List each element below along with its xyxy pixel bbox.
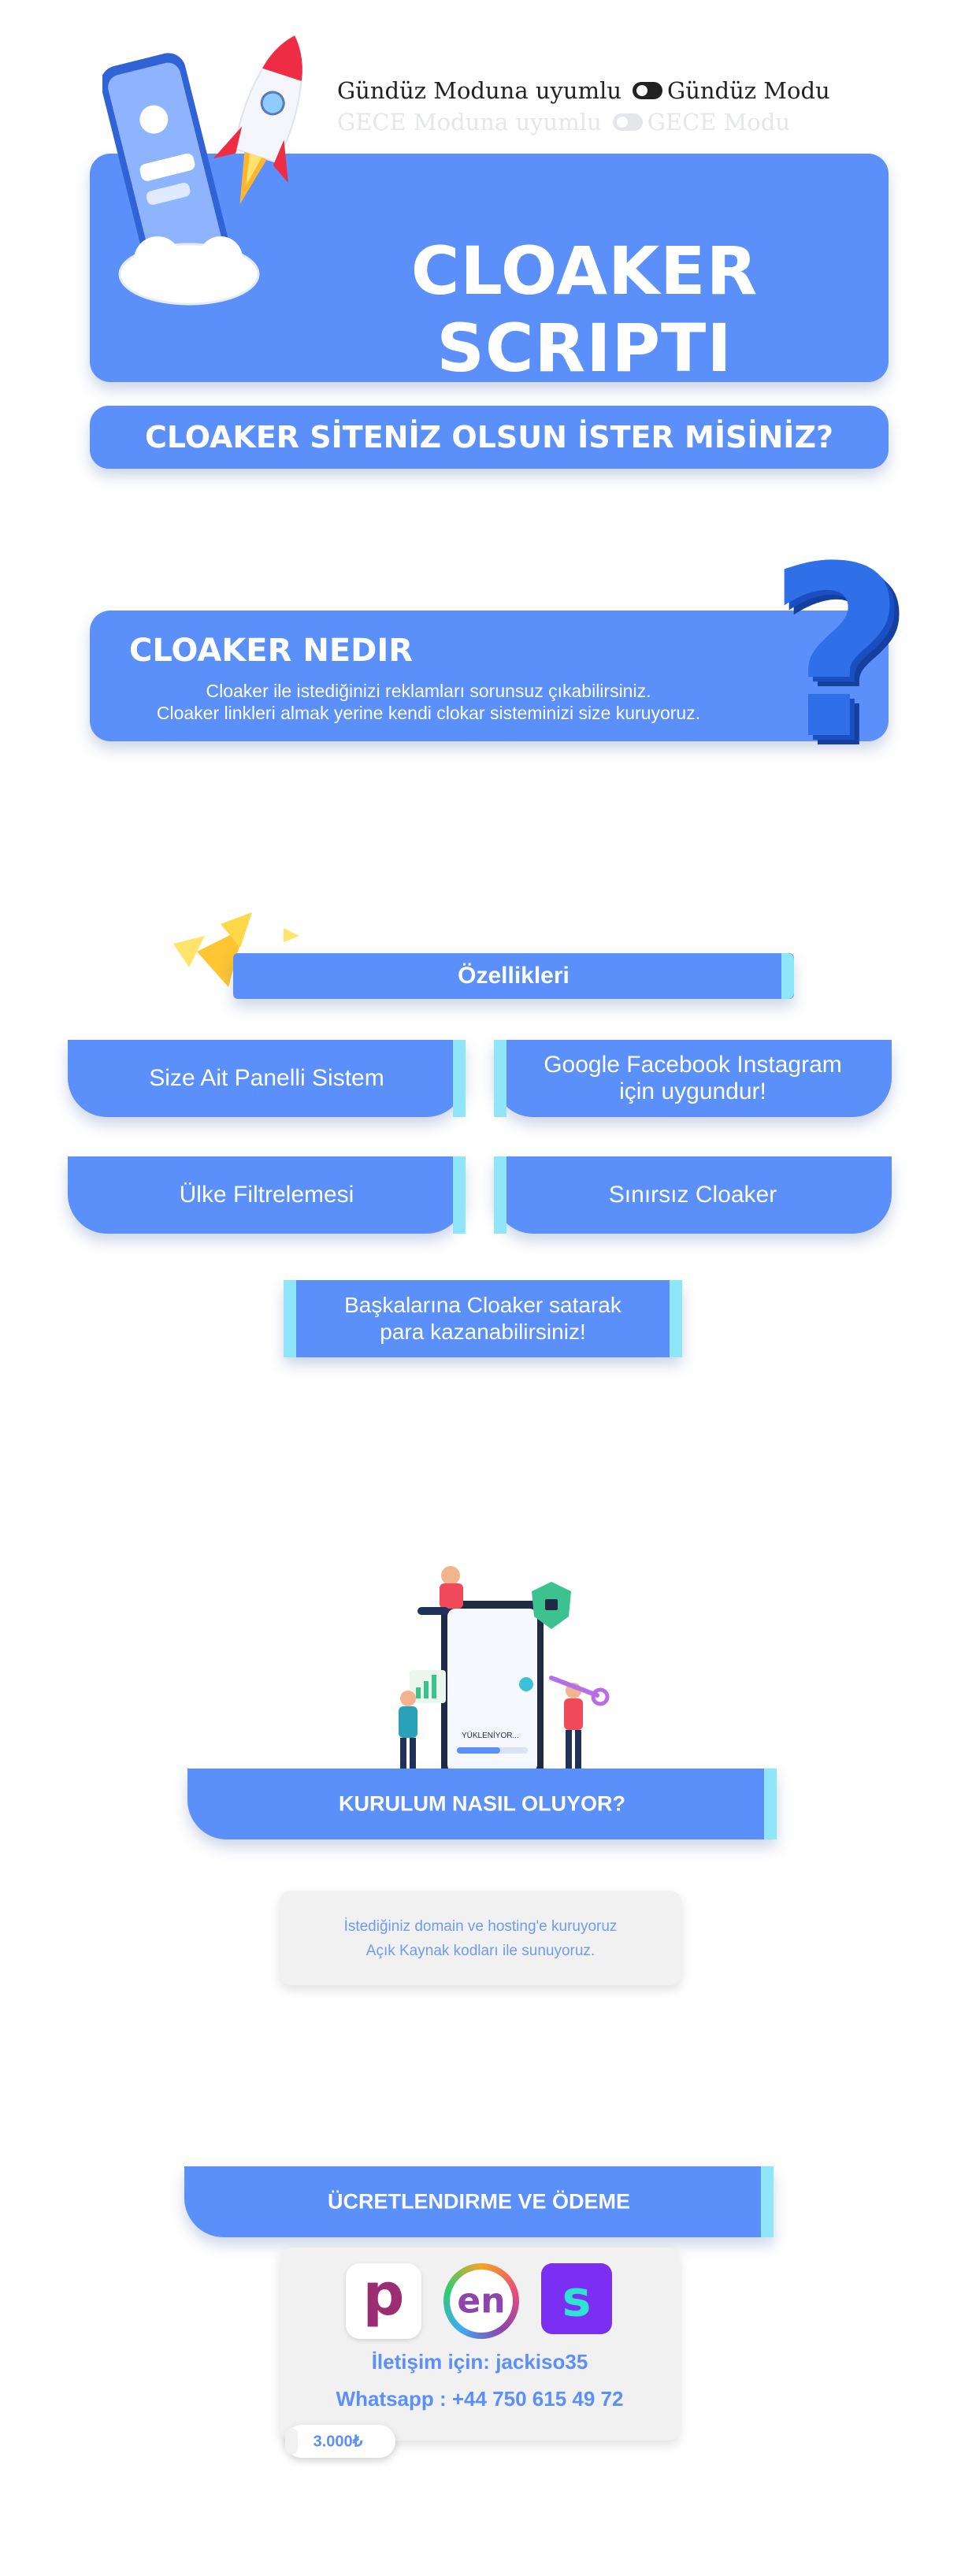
- what-is-title: CLOAKER NEDIR: [129, 633, 414, 669]
- what-is-line-1: Cloaker ile istediğinizi reklamları soru…: [206, 681, 651, 701]
- whatsapp-text[interactable]: Whatsapp : +44 750 615 49 72: [336, 2387, 624, 2411]
- feature-text-4: Sınırsız Cloaker: [608, 1182, 777, 1208]
- pricing-heading: ÜCRETLENDIRME VE ÖDEME: [327, 2189, 631, 2214]
- question-mark-icon: ?: [768, 516, 906, 791]
- feature-card-2: Google Facebook Instagram için uygundur!: [494, 1040, 892, 1117]
- setup-line-1: İstediğiniz domain ve hosting'e kuruyoru…: [343, 1918, 618, 1935]
- price-badge: 3.000₺: [285, 2425, 395, 2458]
- feature-card-3: Ülke Filtrelemesi: [68, 1156, 466, 1234]
- night-mode-toggle[interactable]: [612, 113, 643, 131]
- day-mode-compat-label: Gündüz Moduna uyumlu: [337, 77, 622, 104]
- day-mode-toggle[interactable]: [633, 82, 663, 99]
- loading-text: YÜKLENİYOR...: [462, 1730, 519, 1740]
- hero-title: CLOAKER SCRIPTI: [410, 232, 759, 387]
- feature-text-5: Başkalarına Cloaker satarak para kazanab…: [344, 1293, 621, 1344]
- feature-text-3: Ülke Filtrelemesi: [179, 1182, 354, 1208]
- what-is-card: CLOAKER NEDIR Cloaker ile istediğinizi r…: [90, 611, 889, 741]
- papara-icon[interactable]: p: [346, 2263, 421, 2339]
- cta-bar[interactable]: CLOAKER SİTENİZ OLSUN İSTER MİSİNİZ?: [90, 406, 889, 469]
- night-mode-label: GECE Modu: [647, 109, 790, 135]
- day-mode-label: Gündüz Modu: [667, 77, 830, 104]
- price-text: 3.000₺: [313, 2433, 363, 2451]
- feature-text-2: Google Facebook Instagram için uygundur!: [544, 1052, 842, 1104]
- feature-text-1: Size Ait Panelli Sistem: [149, 1065, 384, 1091]
- skrill-icon[interactable]: s: [541, 2263, 612, 2334]
- what-is-line-2: Cloaker linkleri almak yerine kendi clok…: [156, 703, 701, 723]
- setup-heading: KURULUM NASIL OLUYOR?: [339, 1791, 625, 1816]
- phone-rocket-illustration: [102, 35, 302, 306]
- features-heading-bar: Özellikleri: [233, 953, 794, 999]
- setup-line-2: Açık Kaynak kodları ile sunuyoruz.: [365, 1943, 596, 1959]
- enpara-icon[interactable]: en: [443, 2263, 519, 2339]
- day-mode-row: Gündüz Moduna uyumlu Gündüz Modu: [337, 77, 830, 104]
- setup-heading-bar: KURULUM NASIL OLUYOR?: [187, 1769, 777, 1839]
- feature-card-5: Başkalarına Cloaker satarak para kazanab…: [284, 1280, 682, 1357]
- feature-card-1: Size Ait Panelli Sistem: [68, 1040, 466, 1117]
- features-heading: Özellikleri: [458, 963, 570, 989]
- night-mode-row: GECE Moduna uyumlu GECE Modu: [337, 109, 790, 135]
- contact-text: İletişim için: jackiso35: [371, 2350, 588, 2374]
- setup-info-text: İstediğiniz domain ve hosting'e kuruyoru…: [280, 1914, 681, 1963]
- night-mode-compat-label: GECE Moduna uyumlu: [337, 109, 602, 135]
- pricing-card: p en s İletişim için: jackiso35 Whatsapp…: [280, 2248, 680, 2441]
- what-is-text: Cloaker ile istediğinizi reklamları soru…: [90, 680, 767, 724]
- cta-label: CLOAKER SİTENİZ OLSUN İSTER MİSİNİZ?: [144, 420, 834, 455]
- setup-illustration: YÜKLENİYOR...: [399, 1566, 610, 1780]
- feature-card-4: Sınırsız Cloaker: [494, 1156, 892, 1234]
- pricing-heading-bar: ÜCRETLENDIRME VE ÖDEME: [184, 2166, 774, 2237]
- setup-info-card: İstediğiniz domain ve hosting'e kuruyoru…: [280, 1891, 681, 1985]
